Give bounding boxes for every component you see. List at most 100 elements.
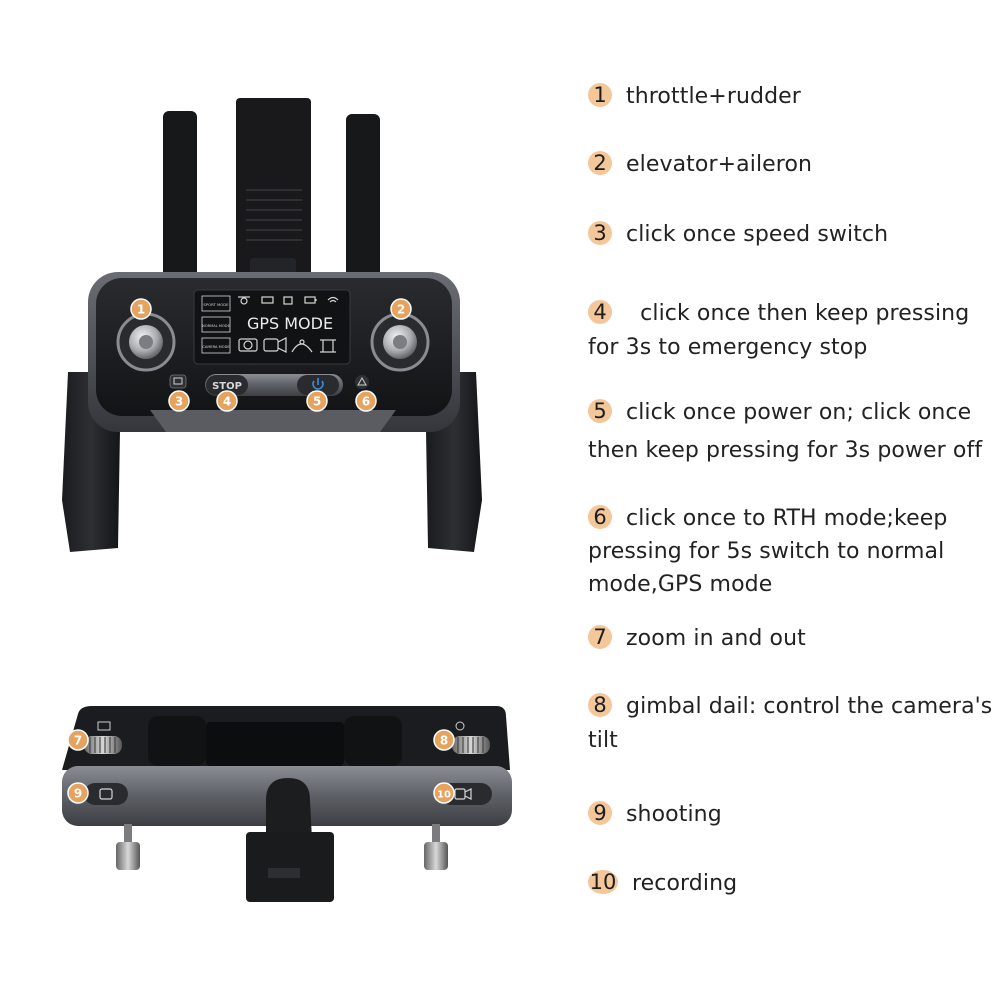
follow-icon <box>291 339 313 353</box>
legend-number: 1 <box>588 83 612 107</box>
callout-circle <box>67 729 89 751</box>
legend-item-7: 7 zoom in and out <box>588 622 993 656</box>
speed-icon <box>173 377 183 385</box>
speed-switch-button[interactable] <box>169 374 187 389</box>
rth-button[interactable] <box>355 375 369 389</box>
legend-text: click once speed switch <box>626 222 889 247</box>
callout-circle <box>355 390 377 412</box>
controller-signal-icon <box>261 296 274 304</box>
controller-screen <box>193 289 351 365</box>
legend-text: gimbal dail: control the camera's tilt <box>588 694 993 753</box>
clamp-recesses <box>148 716 402 766</box>
legend: 1 throttle+rudder 2 elevator+aileron 3 clic… <box>588 0 998 1000</box>
callout-badge-5: 5 <box>306 390 328 412</box>
shooting-button[interactable] <box>84 783 128 805</box>
legend-item-3: 3 click once speed switch <box>588 218 993 252</box>
stop-button[interactable]: STOP <box>206 375 248 395</box>
callout-circle <box>433 729 455 751</box>
stop-button-label: STOP <box>212 381 242 392</box>
callout-number: 9 <box>74 787 82 801</box>
callout-number: 6 <box>362 395 370 409</box>
drone-icon <box>238 296 250 305</box>
video-icon <box>263 337 287 353</box>
zoom-dial[interactable] <box>84 721 122 754</box>
legend-text: shooting <box>626 802 722 827</box>
callout-badge-1: 1 <box>130 298 152 320</box>
legend-item-2: 2 elevator+aileron <box>588 148 993 182</box>
callout-badge-9: 9 <box>67 782 89 804</box>
screen-bottom-icons <box>238 337 336 353</box>
camera-mode-label: CAMERA MODE <box>202 345 230 349</box>
sport-mode-label: SPORT MODE <box>203 302 229 307</box>
callout-circle <box>216 390 238 412</box>
tripod-icon <box>320 339 336 353</box>
record-icon <box>454 788 472 800</box>
callout-number: 7 <box>74 734 82 748</box>
legend-text: click once then keep pressing for 3s to … <box>588 301 977 360</box>
gps-mode-label: GPS MODE <box>247 314 333 333</box>
gimbal-icon <box>455 721 465 731</box>
callout-badge-2: 2 <box>390 298 412 320</box>
wifi-icon <box>327 296 339 303</box>
callout-number: 3 <box>175 395 183 409</box>
callout-badge-8: 8 <box>433 729 455 751</box>
legend-number: 5 <box>588 399 612 423</box>
callout-number: 2 <box>397 303 405 317</box>
callout-badge-7: 7 <box>67 729 89 751</box>
holder-connector <box>268 868 300 878</box>
power-button[interactable] <box>297 375 339 395</box>
legend-number: 6 <box>588 505 612 529</box>
camera-icon <box>238 338 258 352</box>
right-foot-screw <box>424 824 448 870</box>
folded-phone-holder-arm <box>266 778 312 840</box>
callout-number: 5 <box>313 395 321 409</box>
zoom-icon <box>97 721 111 731</box>
callout-badge-4: 4 <box>216 390 238 412</box>
legend-number: 10 <box>588 870 618 894</box>
left-foot-screw <box>116 824 140 870</box>
bottom-bar <box>150 410 396 432</box>
legend-number: 4 <box>588 300 612 324</box>
legend-text: recording <box>632 871 738 896</box>
legend-item-10: 10 recording <box>588 867 993 901</box>
normal-mode-label: NORMAL MODE <box>202 324 230 328</box>
legend-number: 7 <box>588 625 612 649</box>
callout-circle <box>67 782 89 804</box>
callout-circle <box>433 782 455 804</box>
holder-grip-lines <box>246 189 302 241</box>
legend-item-4: 4 click once then keep pressing for 3s t… <box>588 297 993 365</box>
callout-circle <box>306 390 328 412</box>
callout-badge-3: 3 <box>168 390 190 412</box>
legend-item-9: 9 shooting <box>588 798 993 832</box>
legend-text: throttle+rudder <box>626 84 801 109</box>
callout-circle <box>390 298 412 320</box>
legend-text: zoom in and out <box>626 626 806 651</box>
legend-number: 9 <box>588 801 612 825</box>
callout-circle <box>130 298 152 320</box>
left-stick[interactable] <box>116 312 176 372</box>
callout-circle <box>168 390 190 412</box>
right-stick[interactable] <box>370 312 430 372</box>
left-antenna <box>163 111 197 281</box>
legend-number: 3 <box>588 221 612 245</box>
battery-icon <box>304 296 317 304</box>
folded-phone-holder <box>246 832 334 902</box>
callout-number: 1 <box>137 303 145 317</box>
mode-labels: SPORT MODE NORMAL MODE CAMERA MODE <box>201 295 231 354</box>
right-antenna <box>346 114 380 281</box>
screen-status-icons <box>238 296 339 305</box>
legend-text: elevator+aileron <box>626 152 813 177</box>
callout-badges: 1 2 3 4 5 6 7 8 9 10 <box>67 298 455 804</box>
legend-number: 2 <box>588 151 612 175</box>
callout-badge-6: 6 <box>355 390 377 412</box>
vibration-icon <box>283 296 293 305</box>
legend-item-1: 1 throttle+rudder <box>588 80 993 114</box>
callout-number: 8 <box>440 734 448 748</box>
gimbal-dial[interactable] <box>452 721 490 754</box>
shutter-icon <box>99 788 113 800</box>
callout-number: 10 <box>437 790 451 801</box>
legend-number: 8 <box>588 693 612 717</box>
